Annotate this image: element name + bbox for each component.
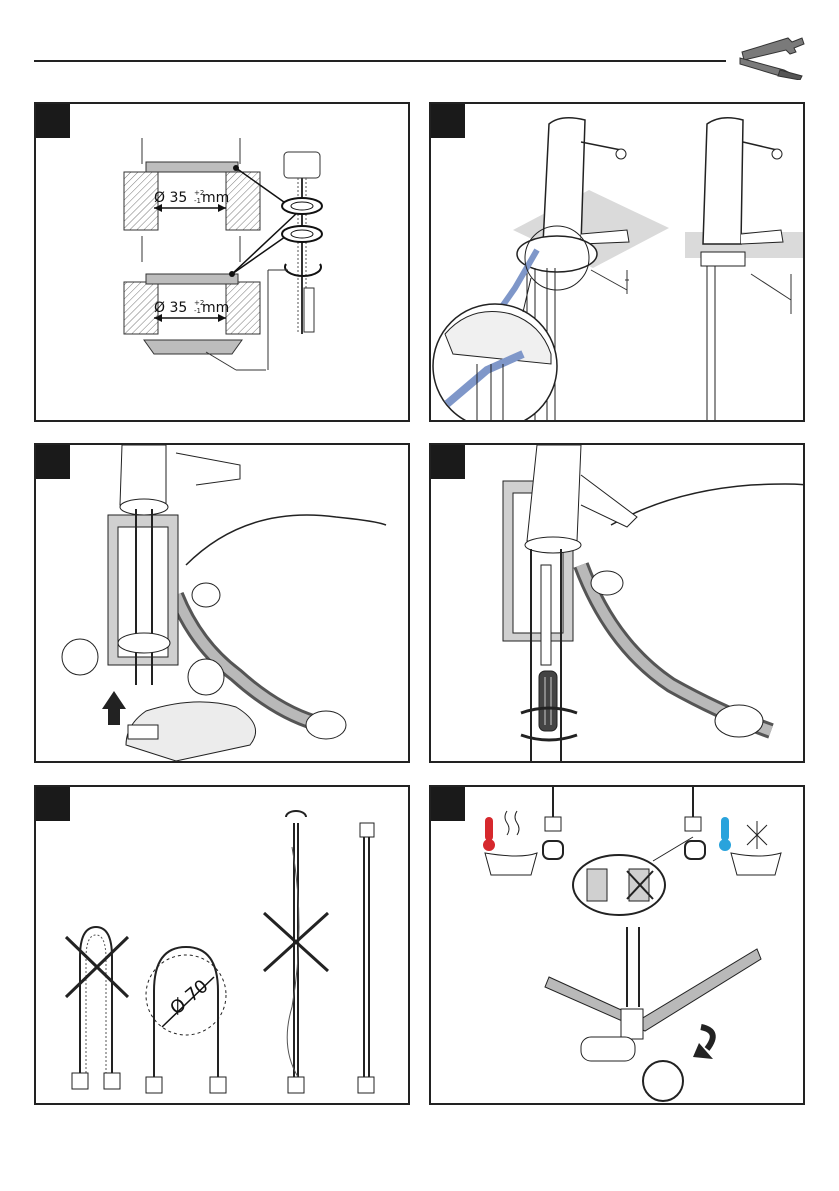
step-panel-3 [34,443,410,763]
dim-unit: mm [202,300,229,316]
hot-water-thermometer-icon [483,811,537,875]
step-panel-1: Ø 35 +2 -1 mm Ø 35 +2 -1 mm [34,102,410,422]
step-panel-6 [429,785,805,1105]
dim-tol-minus: -1 [194,198,201,205]
cold-water-snowflake-icon [719,817,781,875]
header-rule [34,60,726,62]
step-panel-4 [429,443,805,763]
dim-prefix: Ø 35 [154,190,187,206]
wrench-screwdriver-icon [736,32,806,80]
step-panel-2 [429,102,805,422]
dim-unit: mm [202,190,229,206]
diameter-label-upper: Ø 35 [154,190,187,206]
diameter-label-lower: Ø 35 [154,300,187,316]
dim-tol-minus: -1 [194,308,201,315]
dim-prefix: Ø 35 [154,300,187,316]
step-panel-5: Ø 70 [34,785,410,1105]
